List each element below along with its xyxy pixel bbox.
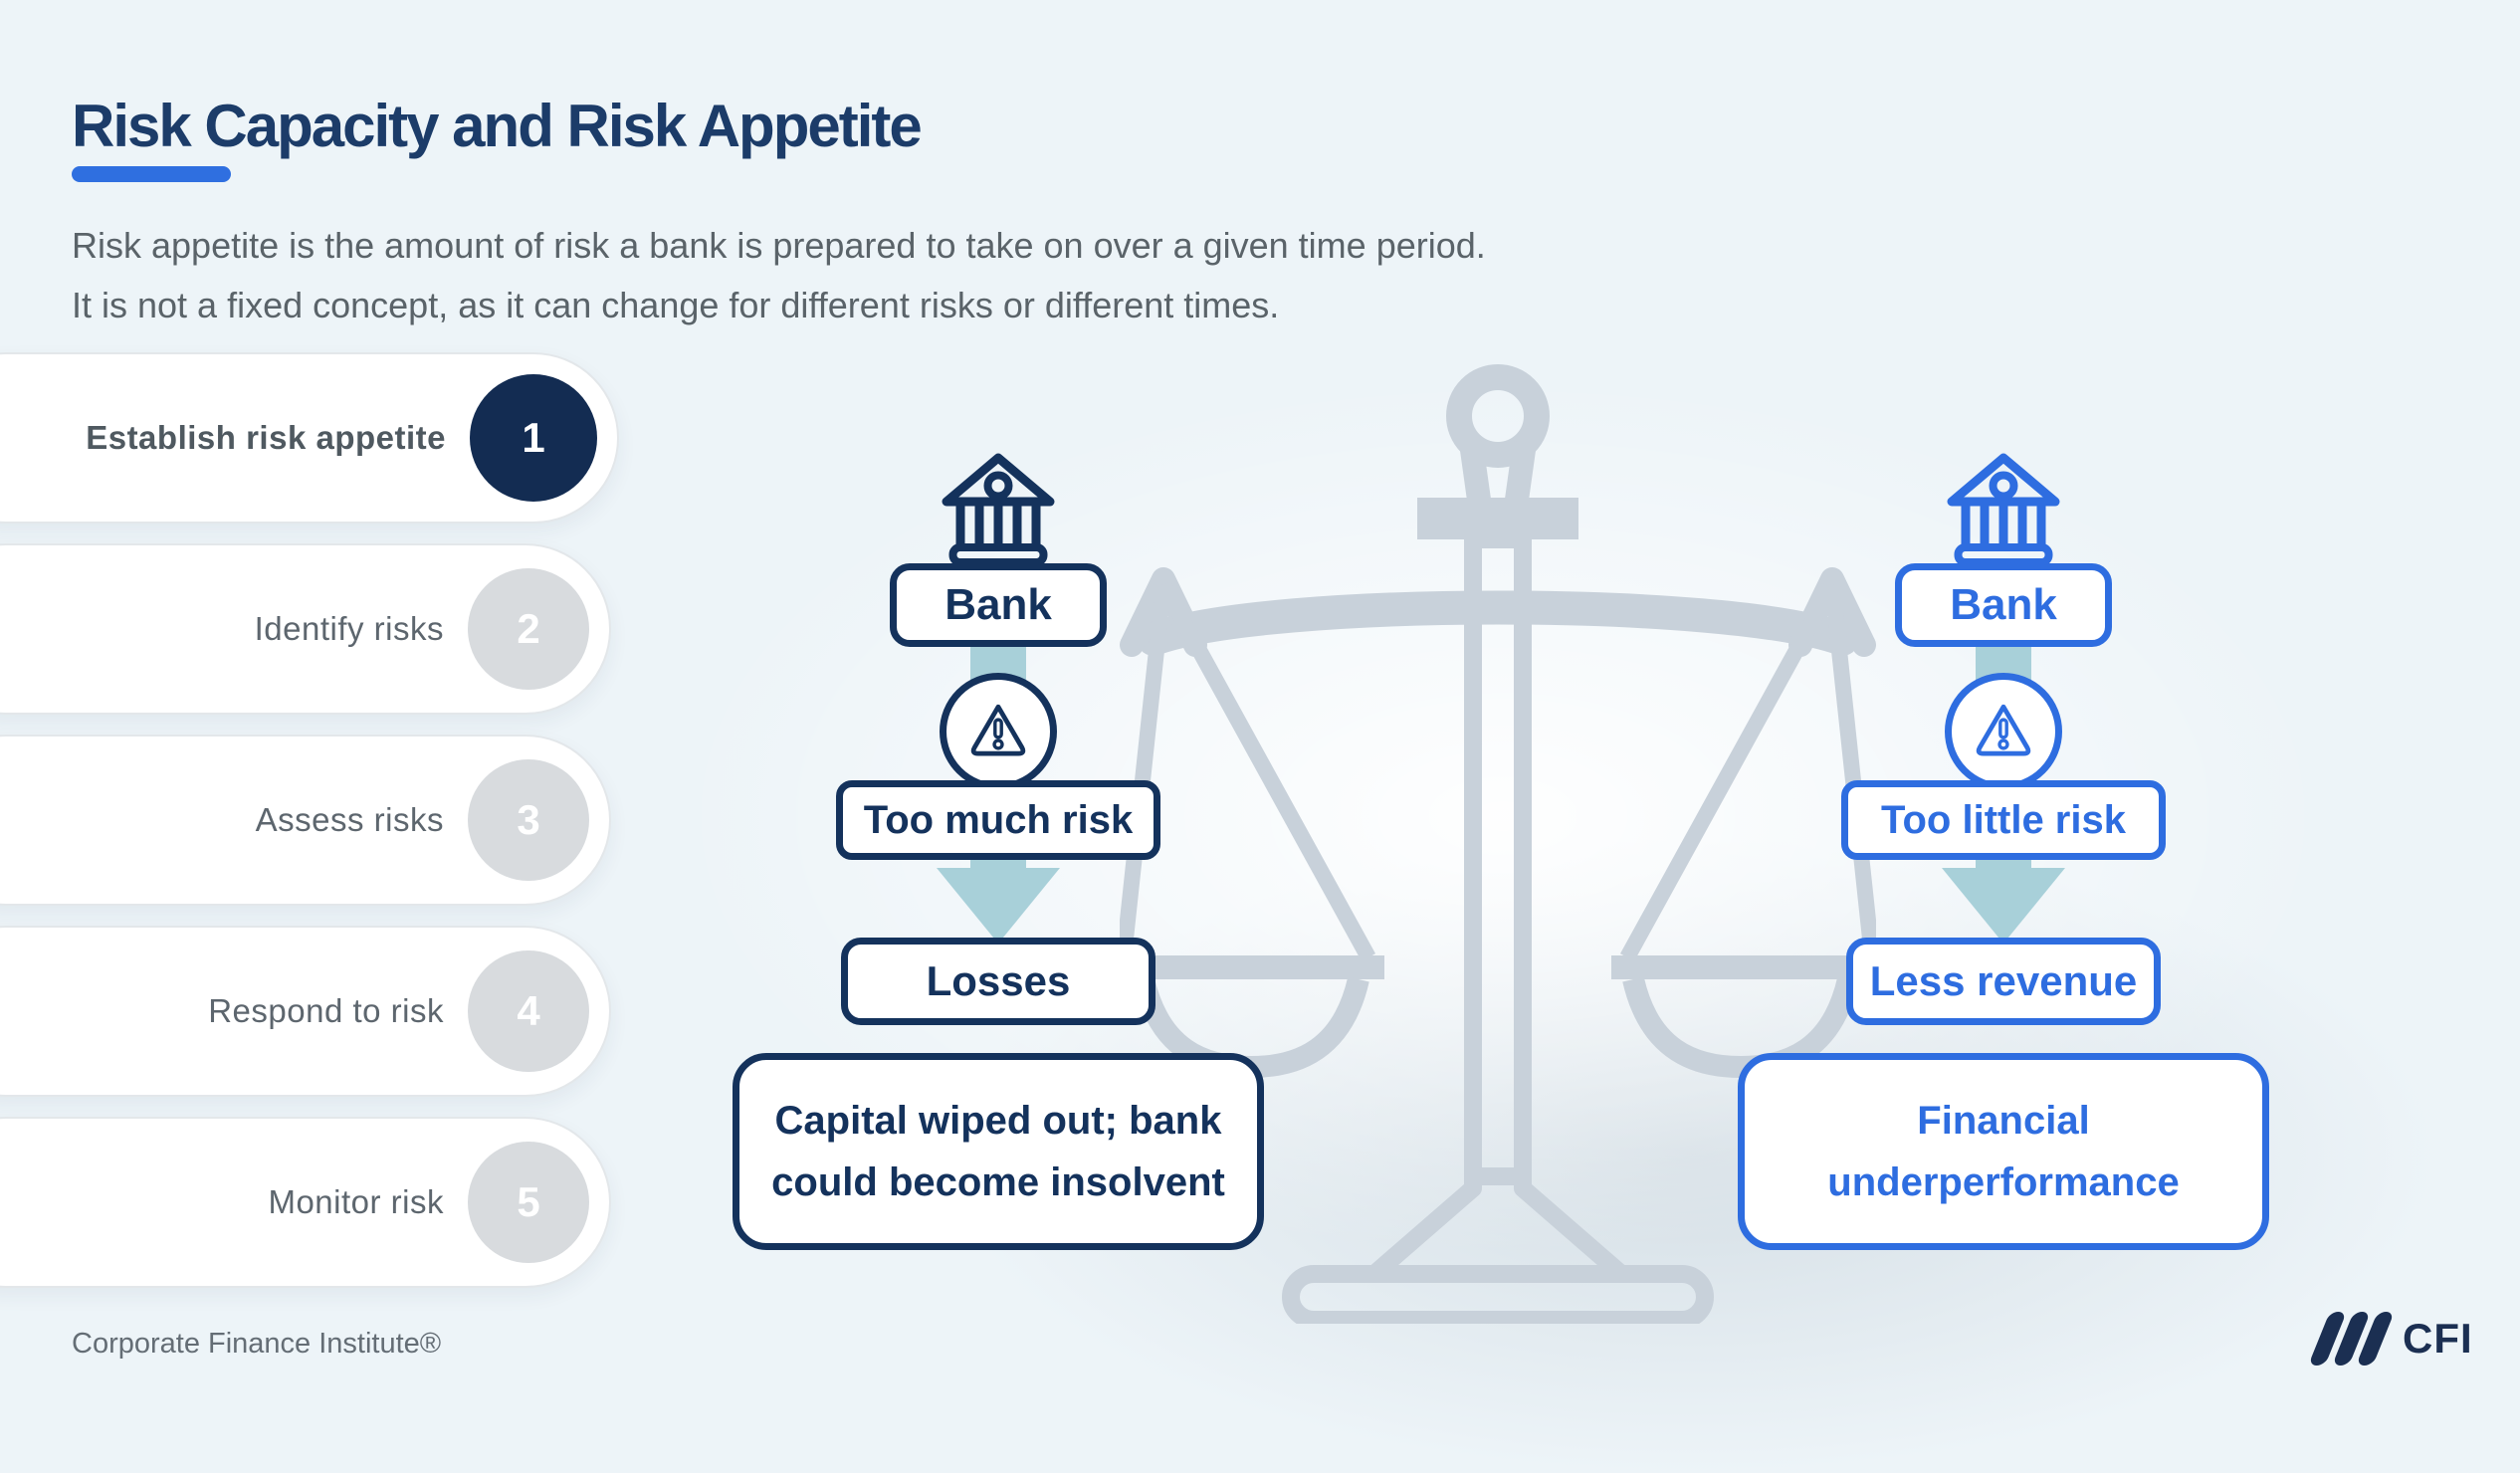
result-line-2: underperformance <box>1827 1160 2180 1204</box>
cfi-logo: CFI <box>2308 1312 2473 1366</box>
subtitle-line-2: It is not a fixed concept, as it can cha… <box>72 285 1280 325</box>
result-line-1: Financial <box>1917 1099 2090 1143</box>
sidebar-item-monitor-risk[interactable]: Monitor risk 5 <box>0 1117 611 1288</box>
risk-level-box-right: Too little risk <box>1841 780 2166 860</box>
step-label: Respond to risk <box>208 992 444 1029</box>
bank-box-left: Bank <box>890 563 1107 647</box>
step-number-badge: 4 <box>468 950 589 1072</box>
bank-label: Bank <box>945 580 1052 629</box>
result-line-2: could become insolvent <box>771 1160 1225 1204</box>
title-underline-accent <box>72 166 231 182</box>
step-label: Identify risks <box>254 610 444 647</box>
step-number-badge: 5 <box>468 1142 589 1263</box>
footer-brand: Corporate Finance Institute® <box>72 1328 442 1360</box>
bank-label: Bank <box>1950 580 2057 629</box>
result-box-left: Capital wiped out; bank could become ins… <box>733 1053 1264 1250</box>
step-label: Establish risk appetite <box>86 419 446 456</box>
step-number-badge: 2 <box>468 568 589 690</box>
bank-icon <box>942 453 1055 566</box>
step-label: Assess risks <box>255 801 444 838</box>
warning-triangle-icon <box>970 704 1026 756</box>
outcome-label: Less revenue <box>1869 957 2138 1004</box>
outcome-box-left: Losses <box>841 938 1155 1025</box>
down-arrow-head <box>1942 868 2065 944</box>
step-number-badge: 1 <box>470 374 597 502</box>
outcome-box-right: Less revenue <box>1846 938 2161 1025</box>
risk-level-box-left: Too much risk <box>836 780 1160 860</box>
bank-box-right: Bank <box>1895 563 2112 647</box>
sidebar-item-identify-risks[interactable]: Identify risks 2 <box>0 543 611 715</box>
risk-label: Too little risk <box>1881 797 2126 842</box>
step-label: Monitor risk <box>268 1183 444 1220</box>
result-line-1: Capital wiped out; bank <box>774 1099 1222 1143</box>
step-number-badge: 3 <box>468 759 589 881</box>
cfi-logo-text: CFI <box>2403 1315 2473 1362</box>
outcome-label: Losses <box>926 957 1071 1004</box>
sidebar-item-establish-risk-appetite[interactable]: Establish risk appetite 1 <box>0 352 619 524</box>
warning-badge-left <box>940 673 1057 790</box>
sidebar-item-respond-to-risk[interactable]: Respond to risk 4 <box>0 926 611 1097</box>
result-box-right: Financial underperformance <box>1738 1053 2269 1250</box>
warning-badge-right <box>1945 673 2062 790</box>
page-title: Risk Capacity and Risk Appetite <box>72 93 923 159</box>
subtitle-line-1: Risk appetite is the amount of risk a ba… <box>72 225 1486 266</box>
down-arrow-head <box>937 868 1060 944</box>
bank-icon <box>1947 453 2060 566</box>
warning-triangle-icon <box>1976 704 2031 756</box>
sidebar-item-assess-risks[interactable]: Assess risks 3 <box>0 735 611 906</box>
risk-label: Too much risk <box>863 797 1134 842</box>
